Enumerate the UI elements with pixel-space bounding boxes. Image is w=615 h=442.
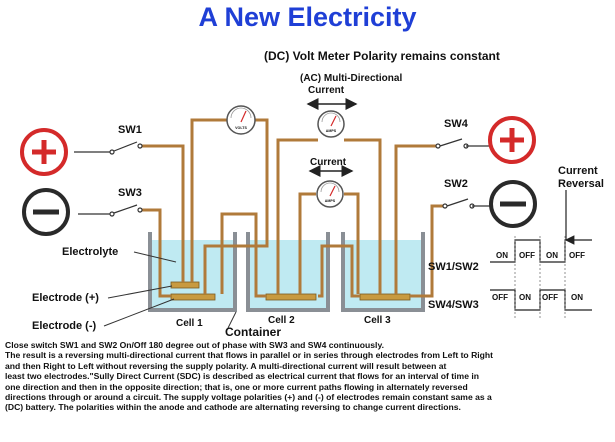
timing-r1-c4: OFF <box>569 251 585 260</box>
wire-cell1-cell2 <box>220 212 266 298</box>
current-label: Current <box>310 157 347 168</box>
wire-ac-right <box>344 138 382 294</box>
meter-icon <box>226 105 256 135</box>
sw1-label: SW1 <box>118 124 142 136</box>
sw4-contact-left <box>435 143 441 149</box>
description-line-1: Close switch SW1 and SW2 On/Off 180 degr… <box>5 340 384 350</box>
electrode-cell-3 <box>359 293 411 301</box>
ac-label-line2: Current <box>308 85 345 96</box>
electrode-cell-2 <box>265 293 317 301</box>
page-title: A New Electricity <box>198 2 417 32</box>
minus-icon <box>489 180 537 228</box>
container-cell-3 <box>341 232 425 312</box>
switches <box>74 138 492 217</box>
negative-terminal-right <box>489 180 537 228</box>
timing-r1-c3: ON <box>546 251 558 260</box>
negative-terminal-left <box>22 188 70 236</box>
ac-current-meter: AMPS <box>317 110 345 138</box>
container-cell-2 <box>246 232 330 312</box>
sw4-sw3-label: SW4/SW3 <box>428 299 479 311</box>
wire-sw1 <box>140 144 185 282</box>
wire-sw2 <box>410 204 445 298</box>
timing-diagram: ON OFF ON OFF OFF ON OFF ON <box>490 236 592 320</box>
wire-dc-left <box>190 118 228 282</box>
sw4-blade[interactable] <box>439 138 463 147</box>
timing-r2-c3: OFF <box>542 293 558 302</box>
sw1-contact-right <box>137 143 143 149</box>
wire-sw3 <box>140 208 171 298</box>
current-meter: AMPS <box>316 180 344 208</box>
sw3-contact-right <box>137 207 143 213</box>
current-meter-face: AMPS <box>325 199 336 203</box>
cell-3-label: Cell 3 <box>364 315 391 326</box>
electrode-negative-label: Electrode (-) <box>32 320 97 332</box>
wire-current-right <box>344 192 360 294</box>
sw2-label: SW2 <box>444 178 468 190</box>
plus-icon <box>20 128 68 176</box>
sw2-contact-left <box>442 203 448 209</box>
sw3-blade[interactable] <box>113 204 138 214</box>
sw2-blade[interactable] <box>446 198 469 207</box>
wire-current-left <box>298 192 316 294</box>
electrode-positive-cell-1 <box>170 281 200 289</box>
timing-waveform-row1 <box>490 239 592 263</box>
sw1-sw2-label: SW1/SW2 <box>428 261 479 273</box>
cell-1-label: Cell 1 <box>176 318 203 329</box>
ac-meter-face: AMPS <box>326 129 337 133</box>
wire-cell2-cell3 <box>318 244 360 298</box>
positive-terminal-right <box>488 116 536 164</box>
meter-icon <box>316 180 344 208</box>
description-line-2: The result is a reversing multi-directio… <box>5 350 494 361</box>
timing-r2-c1: OFF <box>492 293 508 302</box>
timing-r2-c2: ON <box>519 293 531 302</box>
wire-dc-right <box>203 118 269 294</box>
timing-r1-c2: OFF <box>519 251 535 260</box>
wire-ac-left <box>276 138 318 294</box>
description-line-4: least two electrodes."Sully Direct Curre… <box>5 371 479 382</box>
current-reversal-line1: Current <box>558 165 598 177</box>
container-cell-1 <box>148 232 237 312</box>
sw1-contact-left <box>109 149 115 155</box>
wire-sw4 <box>394 144 438 294</box>
timing-r2-c4: ON <box>571 293 583 302</box>
description-text: Close switch SW1 and SW2 On/Off 180 degr… <box>5 340 611 413</box>
meter-icon <box>317 110 345 138</box>
description-line-3: and then Right to Left without reversing… <box>5 360 447 371</box>
cell-2-label: Cell 2 <box>268 315 295 326</box>
current-reversal-line2: Reversal <box>558 178 604 190</box>
description-line-7: (DC) battery. The polarities within the … <box>5 402 461 413</box>
electrode-positive-label: Electrode (+) <box>32 292 99 304</box>
circuit-wires <box>140 118 445 298</box>
description-line-5: one direction and then in the opposite d… <box>5 381 468 392</box>
dc-meter-label: (DC) Volt Meter Polarity remains constan… <box>264 49 500 63</box>
container-label: Container <box>225 325 281 339</box>
minus-icon <box>22 188 70 236</box>
dc-volt-meter: VOLTS <box>226 105 256 135</box>
electrolyte-label: Electrolyte <box>62 246 118 258</box>
electrodes <box>170 281 411 301</box>
dc-meter-face: VOLTS <box>235 126 247 130</box>
description-line-6: directions through or around a circuit. … <box>5 392 492 403</box>
sw1-blade[interactable] <box>113 141 138 152</box>
sw3-contact-left <box>109 211 115 217</box>
sw3-label: SW3 <box>118 187 142 199</box>
sw4-label: SW4 <box>444 118 469 130</box>
positive-terminal-left <box>20 128 68 176</box>
electrode-negative-cell-1 <box>170 293 216 301</box>
plus-icon <box>488 116 536 164</box>
timing-r1-c1: ON <box>496 251 508 260</box>
ac-label-line1: (AC) Multi-Directional <box>300 73 402 84</box>
leader-lines <box>103 251 237 329</box>
